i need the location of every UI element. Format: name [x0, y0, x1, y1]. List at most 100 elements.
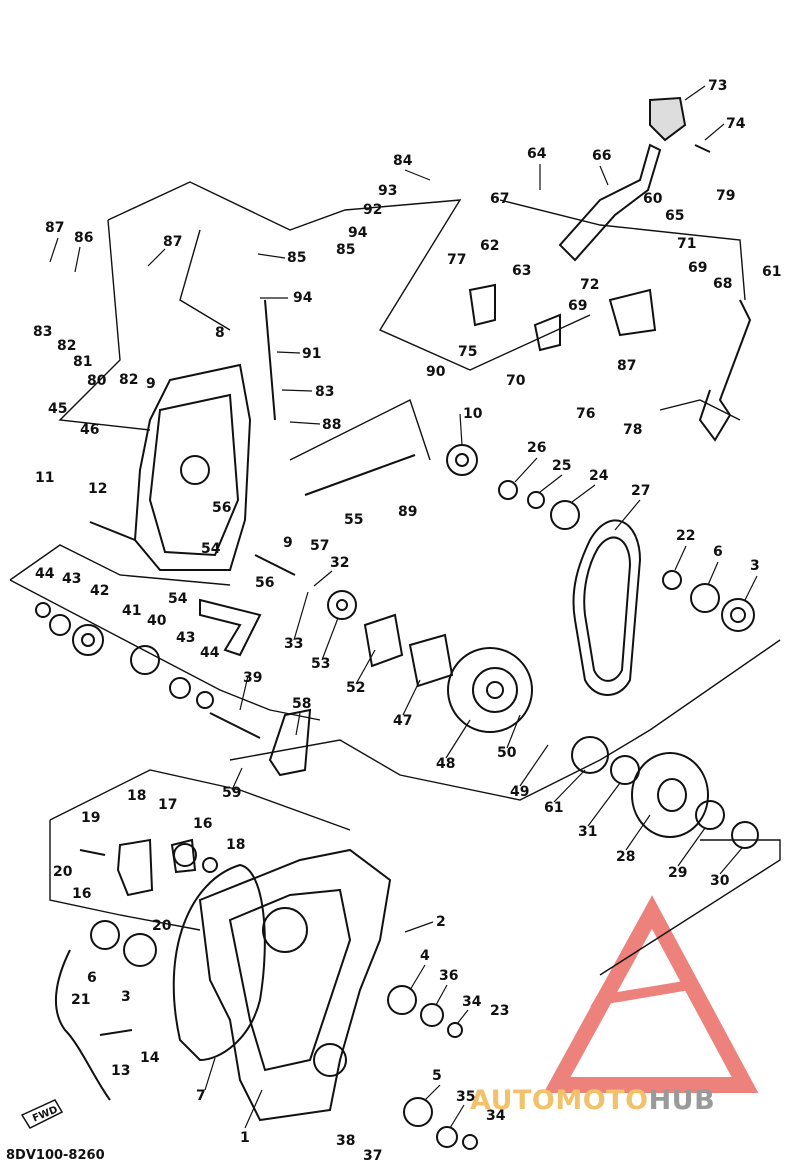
callout-84: 84 [393, 153, 413, 169]
callout-6-left: 6 [87, 970, 97, 986]
callout-79: 79 [716, 188, 735, 204]
callout-53: 53 [311, 656, 330, 672]
callout-18-mid: 18 [226, 837, 245, 853]
callout-46: 46 [80, 422, 99, 438]
lower-case [198, 848, 392, 1122]
callout-39: 39 [243, 670, 262, 686]
callout-9-top: 9 [146, 376, 156, 392]
callout-54-top: 54 [201, 541, 221, 557]
callout-43-mid: 43 [176, 630, 195, 646]
callout-37: 37 [363, 1148, 382, 1164]
callout-69-right: 69 [688, 260, 707, 276]
callout-16-left: 16 [72, 886, 91, 902]
callout-52: 52 [346, 680, 365, 696]
callout-62-top: 62 [480, 238, 499, 254]
callout-94: 94 [348, 225, 368, 241]
callout-32: 32 [330, 555, 349, 571]
callout-80: 80 [87, 373, 107, 389]
callout-38: 38 [336, 1133, 355, 1149]
callout-57: 57 [310, 538, 329, 554]
callout-85-right: 85 [287, 250, 306, 266]
callout-44-left: 44 [35, 566, 55, 582]
callout-31: 31 [578, 824, 597, 840]
leader-lines [49, 85, 758, 1129]
callout-9-mid: 9 [283, 535, 293, 551]
gasket [172, 863, 266, 1062]
callout-20-mid: 20 [152, 918, 172, 934]
callout-26: 26 [527, 440, 546, 456]
callout-56-top: 56 [212, 500, 231, 516]
callout-61-mid: 61 [544, 800, 563, 816]
callout-14: 14 [140, 1050, 160, 1066]
callout-64: 64 [527, 146, 547, 162]
callout-77: 77 [447, 252, 466, 268]
callout-11: 11 [35, 470, 54, 486]
callout-23: 23 [490, 1003, 509, 1019]
callout-43-left: 43 [62, 571, 81, 587]
callout-61-top: 61 [762, 264, 781, 280]
callout-1: 1 [240, 1130, 250, 1146]
callout-8-top: 8 [215, 325, 225, 341]
callout-89: 89 [398, 504, 417, 520]
callout-5: 5 [432, 1068, 442, 1084]
callout-83-left: 83 [33, 324, 52, 340]
callout-73: 73 [708, 78, 727, 94]
case-cover [133, 363, 252, 571]
callout-74: 74 [726, 116, 746, 132]
callout-42: 42 [90, 583, 109, 599]
callout-12: 12 [88, 481, 107, 497]
callout-81: 81 [73, 354, 92, 370]
callout-68: 68 [713, 276, 732, 292]
callout-83-mid: 83 [315, 384, 334, 400]
watermark-part1: AUTOMOTO [470, 1085, 649, 1116]
callout-13: 13 [111, 1063, 130, 1079]
callout-24: 24 [589, 468, 609, 484]
callout-44-mid: 44 [200, 645, 220, 661]
callout-69-mid: 69 [568, 298, 587, 314]
callout-70: 70 [506, 373, 526, 389]
callout-63-top: 63 [512, 263, 531, 279]
callout-71: 71 [677, 236, 696, 252]
watermark-text: AUTOMOTOHUB [470, 1085, 800, 1121]
watermark-part2: HUB [648, 1085, 716, 1116]
callout-16-top: 16 [193, 816, 212, 832]
callout-17: 17 [158, 797, 177, 813]
callout-4: 4 [420, 948, 430, 964]
callout-88: 88 [322, 417, 341, 433]
callout-36: 36 [439, 968, 458, 984]
callout-90: 90 [426, 364, 446, 380]
watermark-logo [543, 895, 759, 1093]
callout-87-right: 87 [617, 358, 636, 374]
assembly-outlines [9, 181, 781, 976]
callout-18-top: 18 [127, 788, 146, 804]
callout-25: 25 [552, 458, 571, 474]
callout-47: 47 [393, 713, 412, 729]
callout-66: 66 [592, 148, 611, 164]
callout-28: 28 [616, 849, 635, 865]
callout-65: 65 [665, 208, 684, 224]
callout-33: 33 [284, 636, 303, 652]
callout-2: 2 [436, 914, 446, 930]
callout-35: 35 [456, 1089, 475, 1105]
parts [35, 96, 759, 1150]
callout-82-mid: 82 [119, 372, 138, 388]
callout-41: 41 [122, 603, 141, 619]
callout-76: 76 [576, 406, 595, 422]
fwd-arrow [20, 1099, 64, 1129]
callout-85: 85 [336, 242, 355, 258]
callout-75: 75 [458, 344, 477, 360]
callout-60: 60 [643, 191, 663, 207]
callout-34-mid: 34 [462, 994, 482, 1010]
callout-93: 93 [378, 183, 397, 199]
callout-22: 22 [676, 528, 695, 544]
callout-6-top: 6 [713, 544, 723, 560]
callout-40: 40 [147, 613, 167, 629]
callout-59: 59 [222, 785, 241, 801]
callout-91: 91 [302, 346, 321, 362]
callout-78: 78 [623, 422, 642, 438]
callouts: 73 74 64 66 84 93 92 94 85 67 60 65 79 8… [33, 78, 781, 1164]
gear-28 [631, 752, 709, 838]
callout-20-left: 20 [53, 864, 73, 880]
drawing-code: 8DV100-8260 [6, 1148, 105, 1163]
